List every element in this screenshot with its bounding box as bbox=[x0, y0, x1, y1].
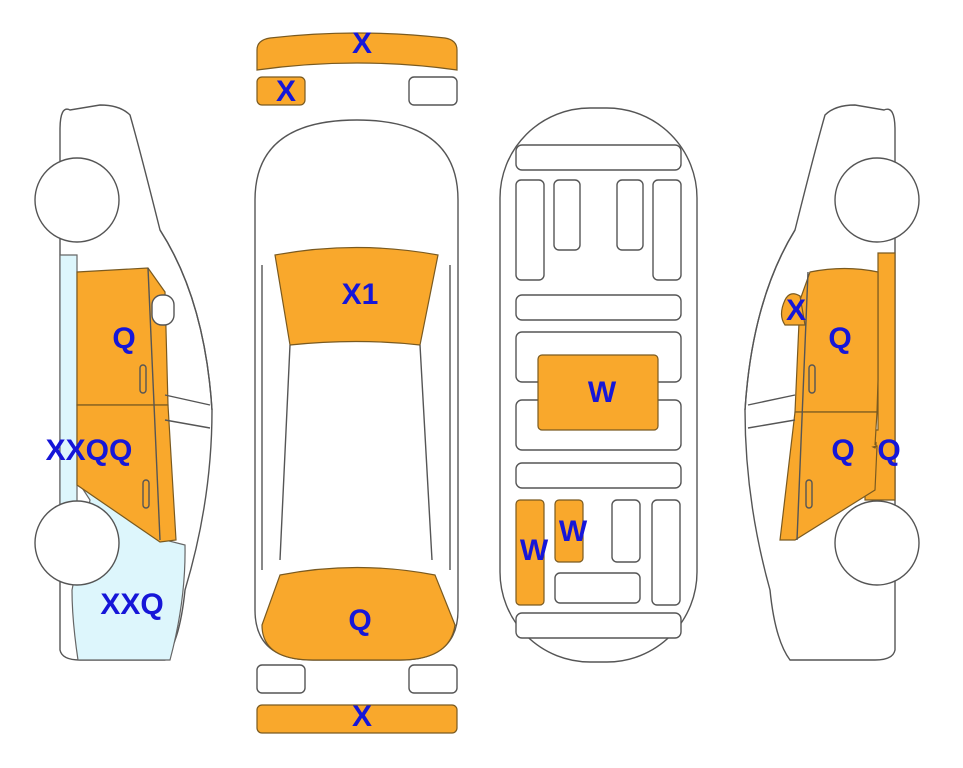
left-pillar bbox=[164, 394, 211, 429]
left-rear-door-label: XXQQ bbox=[46, 434, 133, 467]
left-front-wheel bbox=[34, 157, 120, 243]
underbody-part bbox=[616, 179, 644, 251]
left-rear-door bbox=[76, 404, 177, 543]
underbody-center-label: W bbox=[588, 376, 617, 409]
left-front-door bbox=[76, 267, 169, 406]
rear-bumper-label: X bbox=[352, 700, 372, 733]
right-rear-door-label: Q bbox=[831, 434, 854, 467]
underbody-part bbox=[652, 179, 682, 281]
rear-label: Q bbox=[348, 604, 371, 637]
right-mirror bbox=[780, 293, 806, 326]
underbody-part bbox=[515, 179, 545, 281]
front-bumper bbox=[256, 32, 458, 71]
rear-parts: X bbox=[256, 664, 458, 734]
underbody-part bbox=[651, 499, 681, 606]
right-window-line bbox=[744, 229, 796, 411]
left-rear-wheel bbox=[34, 500, 120, 586]
right-rear-door bbox=[779, 411, 878, 541]
right-rear-handle-icon bbox=[805, 479, 813, 509]
underbody-part bbox=[553, 179, 581, 251]
front-left-light bbox=[256, 76, 306, 106]
left-window-line bbox=[159, 229, 213, 411]
front-left-light-label: X bbox=[276, 75, 296, 108]
front-parts: X X bbox=[256, 27, 458, 108]
rear-left-light bbox=[256, 664, 306, 694]
underbody-left-label: W bbox=[520, 534, 549, 567]
right-side-view: X Q Q Q bbox=[744, 104, 920, 661]
underbody-part bbox=[515, 612, 682, 639]
right-mirror-label: X bbox=[786, 294, 806, 327]
underbody-center-panel bbox=[537, 354, 659, 431]
rear-window-trunk bbox=[261, 566, 456, 661]
top-side-lines bbox=[261, 265, 451, 570]
left-front-door-label: Q bbox=[112, 322, 135, 355]
windshield-label: X1 bbox=[342, 278, 379, 311]
left-rocker-panel bbox=[59, 254, 78, 506]
right-door-seam bbox=[796, 271, 809, 541]
underbody-part bbox=[554, 572, 641, 604]
underbody-right-panel bbox=[554, 499, 584, 563]
front-right-light bbox=[408, 76, 458, 106]
rear-right-light bbox=[408, 664, 458, 694]
right-front-handle-icon bbox=[808, 364, 816, 394]
top-view: X1 Q bbox=[254, 119, 459, 661]
left-front-handle-icon bbox=[139, 364, 147, 394]
rear-bumper bbox=[256, 704, 458, 734]
right-sill-label: Q bbox=[877, 434, 900, 467]
underbody-view: W W W bbox=[499, 107, 698, 663]
windshield bbox=[274, 246, 439, 346]
right-rear-wheel bbox=[834, 500, 920, 586]
underbody-part bbox=[515, 462, 682, 489]
underbody-part bbox=[611, 499, 641, 563]
right-pillar bbox=[747, 394, 796, 429]
underbody-part bbox=[515, 144, 682, 171]
right-front-wheel bbox=[834, 157, 920, 243]
left-door-seam bbox=[147, 267, 161, 541]
underbody-right-label: W bbox=[559, 515, 588, 548]
right-front-door-label: Q bbox=[828, 322, 851, 355]
left-side-view: Q XXQQ XXQ bbox=[34, 104, 213, 661]
left-rear-handle-icon bbox=[142, 479, 150, 509]
underbody-left-panel bbox=[515, 499, 545, 606]
left-rear-quarter-label: XXQ bbox=[100, 588, 163, 621]
left-mirror bbox=[151, 294, 175, 326]
underbody-part bbox=[515, 294, 682, 321]
front-bumper-label: X bbox=[352, 27, 372, 60]
